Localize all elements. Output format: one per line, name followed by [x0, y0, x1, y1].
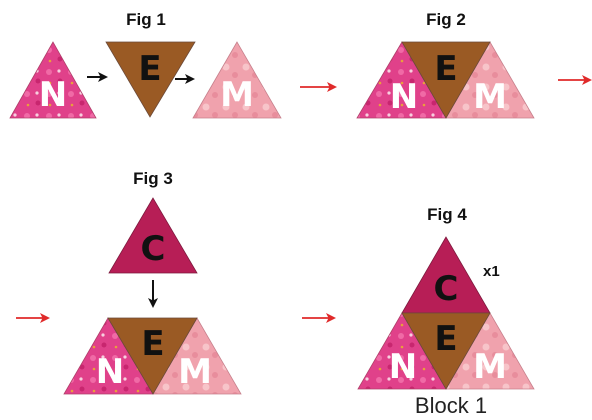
fig3-label-n: N — [96, 352, 124, 392]
fig2-label-e: E — [434, 49, 457, 89]
fig3-title: Fig 3 — [133, 169, 173, 188]
fig4-label-e: E — [434, 319, 457, 359]
fig4-triangle-m: M — [445, 312, 535, 390]
fig3-label-c: C — [141, 229, 166, 269]
fig4-block-label: Block 1 — [415, 393, 487, 418]
fig1-title: Fig 1 — [126, 10, 166, 29]
fig1-triangle-n: N — [9, 41, 97, 119]
fig3-triangle-m: M — [152, 317, 242, 395]
fig4-triangle-n: N — [357, 312, 447, 390]
fig2-title: Fig 2 — [426, 10, 466, 29]
fig1: Fig 1 N E M — [9, 10, 282, 119]
fig2: Fig 2 N M E — [356, 10, 535, 119]
fig4-title: Fig 4 — [427, 205, 467, 224]
fig3-label-m: M — [178, 352, 212, 392]
fig4-quantity: x1 — [483, 263, 500, 280]
fig4-label-n: N — [389, 347, 417, 387]
fig2-triangle-m: M — [445, 41, 535, 119]
fig3: Fig 3 C N M E — [63, 169, 242, 395]
fig3-triangle-c: C — [108, 197, 198, 274]
fig4: Fig 4 C x1 N M E Block 1 — [357, 205, 535, 418]
fig1-label-n: N — [39, 75, 67, 115]
fig2-label-n: N — [390, 77, 418, 117]
fig4-label-m: M — [473, 347, 507, 387]
fig1-label-m: M — [220, 75, 254, 115]
fig4-triangle-c: C — [401, 236, 491, 314]
fig1-triangle-e: E — [105, 41, 196, 118]
fig1-triangle-m: M — [192, 41, 282, 119]
fig4-label-c: C — [434, 269, 459, 309]
fig2-label-m: M — [473, 77, 507, 117]
fig1-label-e: E — [138, 49, 161, 89]
fig3-triangle-e: E — [107, 317, 198, 395]
fig4-triangle-e: E — [401, 312, 491, 390]
fig3-label-e: E — [141, 324, 164, 364]
fig2-triangle-e: E — [401, 41, 491, 119]
